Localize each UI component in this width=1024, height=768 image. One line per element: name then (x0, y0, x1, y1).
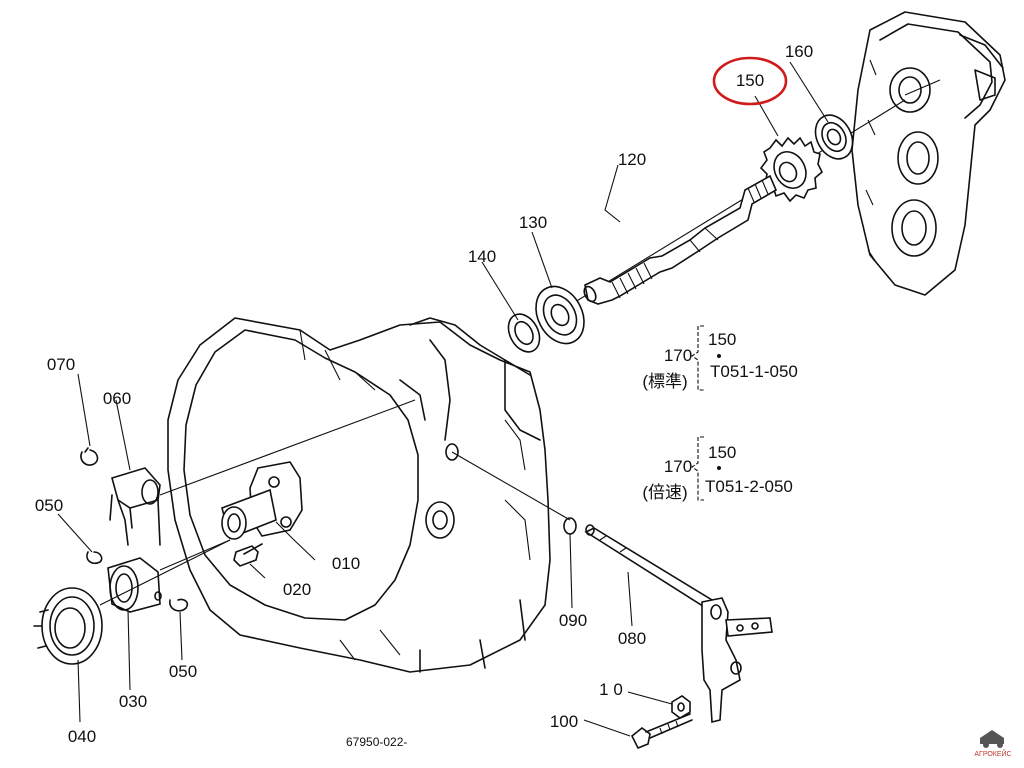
clip-050a (86, 551, 103, 565)
shift-arm (701, 597, 773, 724)
bearing-holder-010 (221, 461, 303, 540)
callout-labels: 150 160 120 130 140 070 060 050 010 020 … (35, 42, 813, 746)
legend-double-note: (倍速) (642, 483, 687, 502)
highlight-circle (712, 56, 788, 106)
label-010: 010 (332, 554, 360, 573)
legend-standard-ref: 170 (664, 346, 692, 365)
label-10: 1 0 (599, 680, 623, 699)
clip-070 (80, 447, 99, 466)
label-080: 080 (618, 629, 646, 648)
legend-standard-note: (標準) (642, 372, 687, 391)
label-120: 120 (618, 150, 646, 169)
drawing-code: 67950-022- (346, 735, 407, 749)
shaft-assembly (507, 99, 906, 353)
release-hub-030 (107, 557, 162, 613)
legend-standard-code: T051-1-050 (710, 362, 798, 381)
label-020: 020 (283, 580, 311, 599)
release-bearing-040 (33, 587, 103, 665)
legend-double-ref: 170 (664, 457, 692, 476)
assembly-lines (99, 79, 941, 606)
label-100: 100 (550, 712, 578, 731)
bearing-160 (814, 114, 854, 160)
label-050-upper: 050 (35, 496, 63, 515)
bearing-130 (535, 285, 585, 345)
legend-standard-dot (717, 354, 721, 358)
rear-cover-plate (851, 11, 1006, 296)
legend-double-dot (717, 466, 721, 470)
shaft-120 (583, 174, 778, 305)
logo-text: АГРОКЕЙС (974, 749, 1011, 758)
legend-double: 170 (倍速) 150 T051-2-050 (642, 436, 793, 502)
label-060: 060 (103, 389, 131, 408)
label-090: 090 (559, 611, 587, 630)
nut-10 (671, 695, 691, 719)
logo-tractor-icon (980, 730, 1004, 744)
company-logo: АГРОКЕЙС (974, 730, 1012, 758)
label-070: 070 (47, 355, 75, 374)
legend-standard-part: 150 (708, 330, 736, 349)
gear-150 (759, 136, 823, 203)
label-050-lower: 050 (169, 662, 197, 681)
legend-standard: 170 (標準) 150 T051-1-050 (642, 325, 798, 391)
clutch-housing (167, 317, 551, 673)
label-030: 030 (119, 692, 147, 711)
label-140: 140 (468, 247, 496, 266)
legend-double-part: 150 (708, 443, 736, 462)
bolt-100 (630, 713, 693, 750)
label-040: 040 (68, 727, 96, 746)
bolt-020 (233, 543, 263, 567)
leader-lines (57, 61, 829, 737)
shift-shaft-080 (584, 524, 714, 610)
fork-060 (109, 467, 161, 546)
label-150: 150 (736, 71, 764, 90)
legend-double-code: T051-2-050 (705, 477, 793, 496)
clip-050b (169, 598, 189, 612)
label-160: 160 (785, 42, 813, 61)
label-130: 130 (519, 213, 547, 232)
oring-090 (563, 517, 577, 535)
